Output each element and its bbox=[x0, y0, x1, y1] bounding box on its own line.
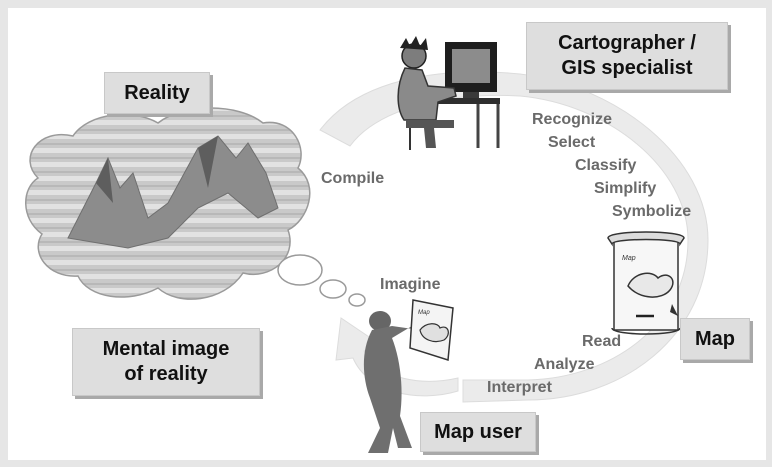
step-read: Read bbox=[582, 333, 622, 350]
reality-cloud bbox=[25, 107, 311, 300]
reality-box: Reality bbox=[104, 72, 210, 114]
mental-image-label-line1: Mental image bbox=[102, 338, 230, 360]
thought-bubble-small bbox=[348, 293, 366, 307]
reality-label: Reality bbox=[124, 81, 190, 104]
cycle-arrow bbox=[319, 71, 709, 403]
cartographer-box: Cartographer / GIS specialist bbox=[526, 22, 728, 90]
step-compile: Compile bbox=[321, 170, 385, 187]
cartographer-label-line1: Cartographer / bbox=[558, 32, 696, 54]
map-user-box: Map user bbox=[420, 412, 536, 452]
step-imagine: Imagine bbox=[380, 276, 441, 293]
map-box: Map bbox=[680, 318, 750, 360]
step-classify: Classify bbox=[575, 157, 637, 174]
cartographer-label-line2: GIS specialist bbox=[561, 57, 693, 79]
step-analyze: Analyze bbox=[534, 356, 595, 373]
mental-image-label-line2: of reality bbox=[124, 363, 208, 385]
step-symbolize: Symbolize bbox=[612, 203, 692, 220]
map-label: Map bbox=[695, 327, 735, 350]
map-user-sheet-label: Map bbox=[418, 310, 430, 316]
map-sheet-label: Map bbox=[622, 255, 636, 262]
thought-bubble-medium bbox=[319, 279, 347, 299]
map-scroll: Map bbox=[607, 231, 685, 335]
mental-image-box: Mental image of reality bbox=[72, 328, 260, 396]
step-simplify: Simplify bbox=[594, 180, 657, 197]
cartographer-figure bbox=[397, 36, 500, 150]
thought-bubble-large bbox=[277, 254, 323, 286]
diagram-graphics: Map Map bbox=[25, 36, 709, 453]
step-recognize: Recognize bbox=[532, 111, 613, 128]
map-user-figure: Map bbox=[363, 299, 454, 453]
diagram-canvas: Map Map Reality Cartographer / GIS speci… bbox=[8, 8, 766, 460]
step-interpret: Interpret bbox=[487, 379, 552, 396]
map-user-label: Map user bbox=[434, 420, 522, 443]
step-select: Select bbox=[548, 134, 596, 151]
